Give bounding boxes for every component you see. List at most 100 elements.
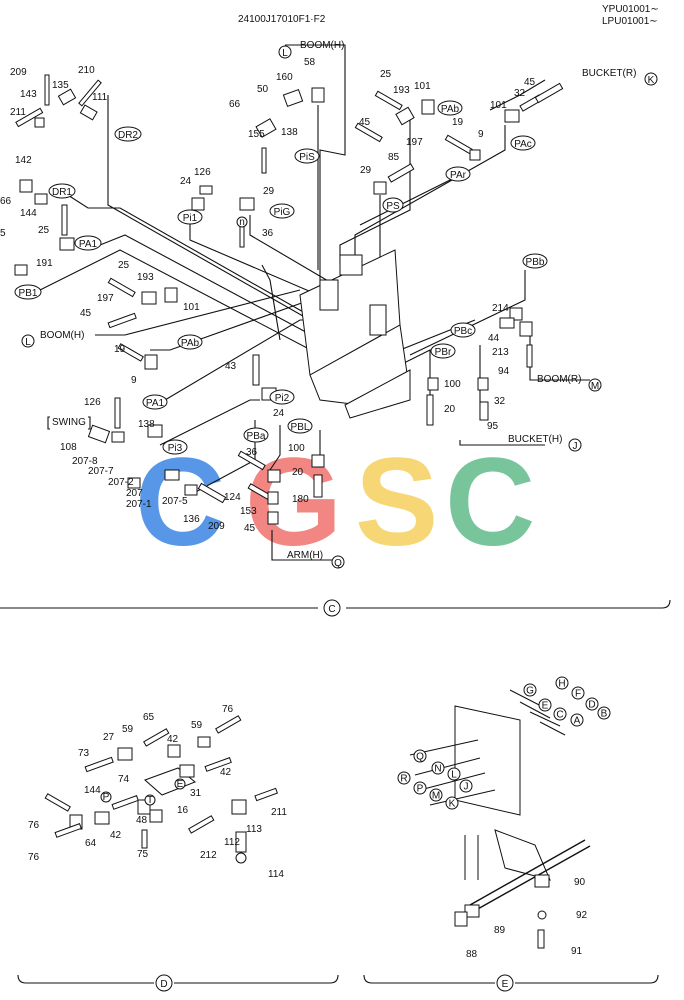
callout-number: 212 [200,850,217,861]
port-par: PAr [450,170,467,181]
callout-number: 45 [359,117,371,128]
watermark-letter-2: G [245,433,342,572]
callout-number: 100 [444,379,461,390]
callout-number: 31 [190,788,202,799]
port-pis: PiS [299,152,315,163]
callout-number: 207-5 [162,496,188,507]
callout-number: 211 [271,807,287,818]
port-pab-top: PAb [441,104,460,115]
label-swing: SWING [52,417,86,428]
callout-number: 138 [281,127,298,138]
callout-number: 160 [276,72,293,83]
callout-number: 214 [492,303,509,314]
connection-marker-letter: C [556,710,563,721]
callout-number: 155 [248,129,265,140]
connection-marker [585,697,599,711]
callout-number: 24 [180,176,192,187]
callout-number: 45 [80,308,92,319]
callout-number: 101 [183,302,200,313]
label-bucket-h: BUCKET(H) [508,434,562,445]
port-pac: PAc [514,139,532,150]
connection-marker-letter: N [434,764,441,775]
callout-number: 24 [273,408,285,419]
callout-number: 101 [414,81,431,92]
callout-number: 43 [225,361,237,372]
callout-number: 9 [478,129,484,140]
callout-number: 207 [126,488,143,499]
label-boom-r: BOOM(R) [537,374,581,385]
connection-marker [429,788,443,802]
connection-marker [397,771,411,785]
callout-number: 112 [224,837,240,848]
callout-number: 207-1 [126,499,152,510]
connection-q: Q [334,558,342,569]
callout-number: 144 [84,785,101,796]
marker-t-d: T [147,795,153,806]
callout-number: 95 [487,421,499,432]
callout-number: 5 [0,228,6,239]
callout-number: 32 [514,88,526,99]
callout-number: 213 [492,347,509,358]
callout-number: 207-8 [72,456,98,467]
callout-number: 89 [494,925,506,936]
callout-number: 65 [143,712,155,723]
callout-number: 42 [167,734,179,745]
callout-number: 16 [177,805,189,816]
connection-marker [413,781,427,795]
line-labels: L BOOM(H) BUCKET(R) K L BOOM(H) BOOM(R) … [21,40,658,569]
callout-number: 114 [268,869,284,880]
callout-number: 126 [194,167,211,178]
callout-number: 111 [92,92,108,103]
callout-number: 209 [208,521,225,532]
label-arm-h: ARM(H) [287,550,323,561]
callout-number: 135 [52,80,69,91]
serial-range-2: LPU01001∼ [602,16,658,27]
callout-number: 108 [60,442,77,453]
callout-number: 136 [183,514,200,525]
port-pi1: Pi1 [183,213,198,224]
connection-m: M [591,381,599,392]
connection-marker-letter: R [400,774,407,785]
connection-marker-letter: H [558,679,565,690]
connection-marker-letter: D [588,700,595,711]
connection-marker-letter: J [464,782,469,793]
port-pb1: PB1 [19,288,38,299]
callout-number: 211 [10,107,26,118]
section-d-drawing: P T E [44,715,279,864]
callout-number: 85 [388,152,400,163]
callout-number: 88 [466,949,478,960]
connection-marker-letter: G [526,686,534,697]
callout-number: 207-7 [88,466,114,477]
callout-number: 144 [20,208,37,219]
connection-marker-letter: A [574,716,581,727]
port-pi2: Pi2 [275,393,290,404]
callout-number: 59 [191,720,203,731]
callout-number: 27 [103,732,115,743]
callout-number: 42 [110,830,122,841]
watermark-letter-1: C [135,433,225,572]
callout-number: 29 [360,165,372,176]
callout-number: 36 [246,447,258,458]
port-dr2: DR2 [118,130,138,141]
control-valve [299,249,411,419]
callout-number: 25 [380,69,392,80]
connection-marker [555,676,569,690]
section-label-e: E [502,979,509,990]
callout-number: 143 [20,89,37,100]
callout-number: 138 [138,419,155,430]
port-pbb: PBb [526,257,545,268]
section-e-drawing [409,689,591,949]
section-d: D [17,974,339,992]
serial-range-1: YPU01001∼ [602,4,659,15]
watermark-letter-4: C [445,433,535,572]
callout-number: 42 [220,767,232,778]
label-boom-h-left: BOOM(H) [40,330,84,341]
connection-marker [459,779,473,793]
connection-marker [570,713,584,727]
callout-number: 76 [28,820,40,831]
connection-marker [413,749,427,763]
